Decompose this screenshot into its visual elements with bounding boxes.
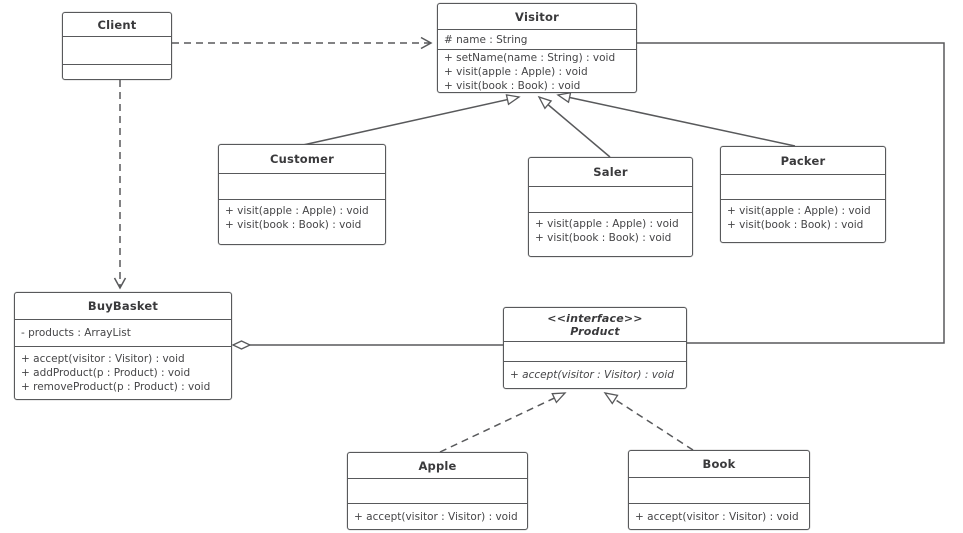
generalization-customer-visitor: [302, 94, 521, 146]
generalization-saler-visitor: [537, 95, 611, 158]
interface-product-attributes: [504, 342, 686, 362]
class-client: Client: [62, 12, 172, 80]
class-visitor: Visitor # name : String + setName(name :…: [437, 3, 637, 93]
class-saler: Saler + visit(apple : Apple) : void + vi…: [528, 157, 693, 257]
class-saler-attributes: [529, 187, 692, 213]
interface-product: <<interface>> Product + accept(visitor :…: [503, 307, 687, 389]
class-packer-attributes: [721, 175, 885, 200]
class-packer: Packer + visit(apple : Apple) : void + v…: [720, 146, 886, 243]
class-packer-title: Packer: [721, 147, 885, 175]
class-name: Product: [570, 324, 620, 338]
method: + accept(visitor : Visitor) : void: [354, 510, 518, 523]
class-name: Customer: [270, 152, 334, 166]
attribute: - products : ArrayList: [21, 327, 131, 339]
class-saler-methods: + visit(apple : Apple) : void + visit(bo…: [529, 213, 692, 256]
class-customer-title: Customer: [219, 145, 385, 174]
method: + visit(apple : Apple) : void: [444, 66, 588, 78]
class-name: Visitor: [515, 9, 559, 24]
method: + accept(visitor : Visitor) : void: [635, 510, 799, 523]
method: + accept(visitor : Visitor) : void: [21, 353, 185, 365]
class-visitor-title: Visitor: [438, 4, 636, 30]
method: + visit(apple : Apple) : void: [535, 218, 679, 230]
class-buybasket: BuyBasket - products : ArrayList + accep…: [14, 292, 232, 400]
class-name: Client: [97, 17, 137, 32]
class-saler-title: Saler: [529, 158, 692, 187]
class-customer-attributes: [219, 174, 385, 200]
class-name: Packer: [780, 153, 826, 168]
class-name: Apple: [418, 458, 457, 473]
class-apple: Apple + accept(visitor : Visitor) : void: [347, 452, 528, 530]
class-name: Book: [702, 457, 736, 471]
class-name: BuyBasket: [87, 299, 159, 313]
class-customer-methods: + visit(apple : Apple) : void + visit(bo…: [219, 200, 385, 244]
stereotype-label: <<interface>>: [547, 311, 643, 325]
class-client-methods: [63, 65, 171, 79]
class-book: Book + accept(visitor : Visitor) : void: [628, 450, 810, 530]
realization-book-product: [603, 392, 694, 451]
class-book-title: Book: [629, 451, 809, 478]
generalization-packer-visitor: [556, 91, 796, 147]
method: + removeProduct(p : Product) : void: [21, 381, 211, 393]
method: + visit(apple : Apple) : void: [727, 205, 871, 217]
method: + visit(book : Book) : void: [225, 219, 362, 231]
method: + visit(book : Book) : void: [727, 219, 864, 231]
method: + addProduct(p : Product) : void: [21, 367, 191, 379]
method: + accept(visitor : Visitor) : void: [510, 369, 674, 381]
method: + setName(name : String) : void: [444, 52, 616, 64]
class-apple-attributes: [348, 479, 527, 504]
class-visitor-attributes: # name : String: [438, 30, 636, 50]
class-buybasket-methods: + accept(visitor : Visitor) : void + add…: [15, 347, 231, 399]
class-client-title: Client: [63, 13, 171, 37]
class-apple-methods: + accept(visitor : Visitor) : void: [348, 504, 527, 529]
interface-product-methods: + accept(visitor : Visitor) : void: [504, 362, 686, 388]
class-customer: Customer + visit(apple : Apple) : void +…: [218, 144, 386, 245]
class-visitor-methods: + setName(name : String) : void + visit(…: [438, 50, 636, 94]
method: + visit(book : Book) : void: [444, 80, 581, 92]
class-name: Saler: [593, 165, 628, 179]
method: + visit(apple : Apple) : void: [225, 205, 369, 217]
class-client-attributes: [63, 37, 171, 65]
class-book-attributes: [629, 478, 809, 504]
method: + visit(book : Book) : void: [535, 232, 672, 244]
class-packer-methods: + visit(apple : Apple) : void + visit(bo…: [721, 200, 885, 242]
interface-product-title: <<interface>> Product: [504, 308, 686, 342]
attribute: # name : String: [444, 33, 528, 46]
class-buybasket-title: BuyBasket: [15, 293, 231, 320]
class-buybasket-attributes: - products : ArrayList: [15, 320, 231, 347]
class-book-methods: + accept(visitor : Visitor) : void: [629, 504, 809, 529]
realization-apple-product: [439, 392, 567, 453]
class-apple-title: Apple: [348, 453, 527, 479]
